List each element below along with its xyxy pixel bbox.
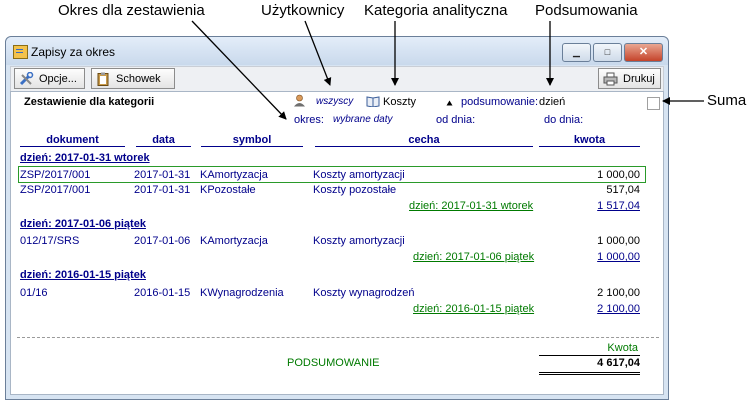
sort-up-icon <box>446 97 453 109</box>
opcje-button[interactable]: Opcje... <box>14 68 85 89</box>
opcje-label: Opcje... <box>39 73 77 85</box>
printer-icon <box>603 72 618 86</box>
col-symbol[interactable]: symbol <box>201 134 303 147</box>
col-data[interactable]: data <box>136 134 191 147</box>
do-dnia-label[interactable]: do dnia: <box>544 114 584 126</box>
subtotal-label[interactable]: dzień: 2017-01-06 piątek <box>413 251 535 263</box>
subtotal-value[interactable]: 2 100,00 <box>597 303 640 315</box>
cell-cecha[interactable]: Koszty wynagrodzeń <box>313 287 415 299</box>
schowek-button[interactable]: Schowek <box>91 68 175 89</box>
minimize-button[interactable]: ▁ <box>562 43 591 62</box>
subtotal-label[interactable]: dzień: 2017-01-31 wtorek <box>409 200 534 212</box>
cell-symbol[interactable]: KAmortyzacja <box>200 169 268 181</box>
users-value[interactable]: wszyscy <box>316 96 354 107</box>
report-area: Zestawienie dla kategorii wszyscy Koszty… <box>10 91 664 395</box>
group-header[interactable]: dzień: 2016-01-15 piątek <box>20 269 146 281</box>
selected-row-highlight <box>18 166 646 183</box>
tools-icon <box>19 71 34 86</box>
kwota-footer-underline <box>539 355 640 356</box>
arrow-okres <box>191 20 287 120</box>
cell-kwota[interactable]: 517,04 <box>606 184 640 196</box>
subtotal-value[interactable]: 1 000,00 <box>597 251 640 263</box>
col-dokument[interactable]: dokument <box>20 134 125 147</box>
report-title: Zestawienie dla kategorii <box>24 96 155 108</box>
cell-dokument[interactable]: ZSP/2017/001 <box>20 184 91 196</box>
callout-uzytkownicy: Użytkownicy <box>261 2 345 19</box>
cell-cecha[interactable]: Koszty amortyzacji <box>313 235 405 247</box>
grand-total[interactable]: 4 617,04 <box>597 357 640 369</box>
cell-kwota[interactable]: 1 000,00 <box>597 169 640 181</box>
arrow-uzytkownicy <box>304 20 332 86</box>
close-button[interactable]: ✕ <box>624 43 663 62</box>
col-kwota[interactable]: kwota <box>539 134 640 147</box>
okres-value[interactable]: wybrane daty <box>333 114 393 125</box>
clipboard-icon <box>96 72 111 86</box>
cell-data[interactable]: 2017-01-06 <box>134 235 191 247</box>
callout-okres: Okres dla zestawienia <box>58 2 205 19</box>
cell-cecha[interactable]: Koszty pozostałe <box>313 184 397 196</box>
kwota-footer-label: Kwota <box>607 342 638 354</box>
cell-kwota[interactable]: 2 100,00 <box>597 287 640 299</box>
okres-label: okres: <box>294 114 324 126</box>
subtotal-value[interactable]: 1 517,04 <box>597 200 640 212</box>
grand-total-double-underline <box>539 372 640 375</box>
cell-symbol[interactable]: KWynagrodzenia <box>200 287 284 299</box>
toolbar: Opcje... Schowek Drukuj <box>10 66 664 92</box>
cell-data[interactable]: 2017-01-31 <box>134 169 191 181</box>
summary-value[interactable]: dzień <box>539 96 566 108</box>
cell-symbol[interactable]: KPozostałe <box>200 184 256 196</box>
footer-divider <box>17 337 659 338</box>
drukuj-label: Drukuj <box>623 73 655 85</box>
app-window: Zapisy za okres ▁ □ ✕ Opcje... Schowek D… <box>5 36 669 400</box>
cell-dokument[interactable]: 01/16 <box>20 287 48 299</box>
group-header[interactable]: dzień: 2017-01-06 piątek <box>20 218 146 230</box>
cell-cecha[interactable]: Koszty amortyzacji <box>313 169 405 181</box>
od-dnia-label[interactable]: od dnia: <box>436 114 476 126</box>
user-icon <box>293 94 306 110</box>
drukuj-button[interactable]: Drukuj <box>598 68 661 89</box>
subtotal-label[interactable]: dzień: 2016-01-15 piątek <box>413 303 535 315</box>
maximize-button[interactable]: □ <box>593 43 622 62</box>
cell-dokument[interactable]: 012/17/SRS <box>20 235 80 247</box>
app-icon <box>13 45 28 59</box>
cell-kwota[interactable]: 1 000,00 <box>597 235 640 247</box>
cell-data[interactable]: 2016-01-15 <box>134 287 191 299</box>
category-value[interactable]: Koszty <box>383 96 417 108</box>
book-icon <box>366 95 380 110</box>
callout-suma: Suma <box>707 92 747 109</box>
callout-kategoria: Kategoria analityczna <box>364 2 508 19</box>
summary-row-label: PODSUMOWANIE <box>287 357 380 369</box>
group-header[interactable]: dzień: 2017-01-31 wtorek <box>20 152 150 164</box>
col-cecha[interactable]: cecha <box>315 134 533 147</box>
title-bar[interactable]: Zapisy za okres ▁ □ ✕ <box>6 37 668 65</box>
suma-checkbox[interactable] <box>647 97 660 110</box>
schowek-label: Schowek <box>116 73 161 85</box>
callout-podsumowania: Podsumowania <box>535 2 638 19</box>
summary-label: podsumowanie: <box>461 96 539 108</box>
cell-data[interactable]: 2017-01-31 <box>134 184 191 196</box>
window-title: Zapisy za okres <box>31 45 116 59</box>
cell-dokument[interactable]: ZSP/2017/001 <box>20 169 91 181</box>
cell-symbol[interactable]: KAmortyzacja <box>200 235 268 247</box>
